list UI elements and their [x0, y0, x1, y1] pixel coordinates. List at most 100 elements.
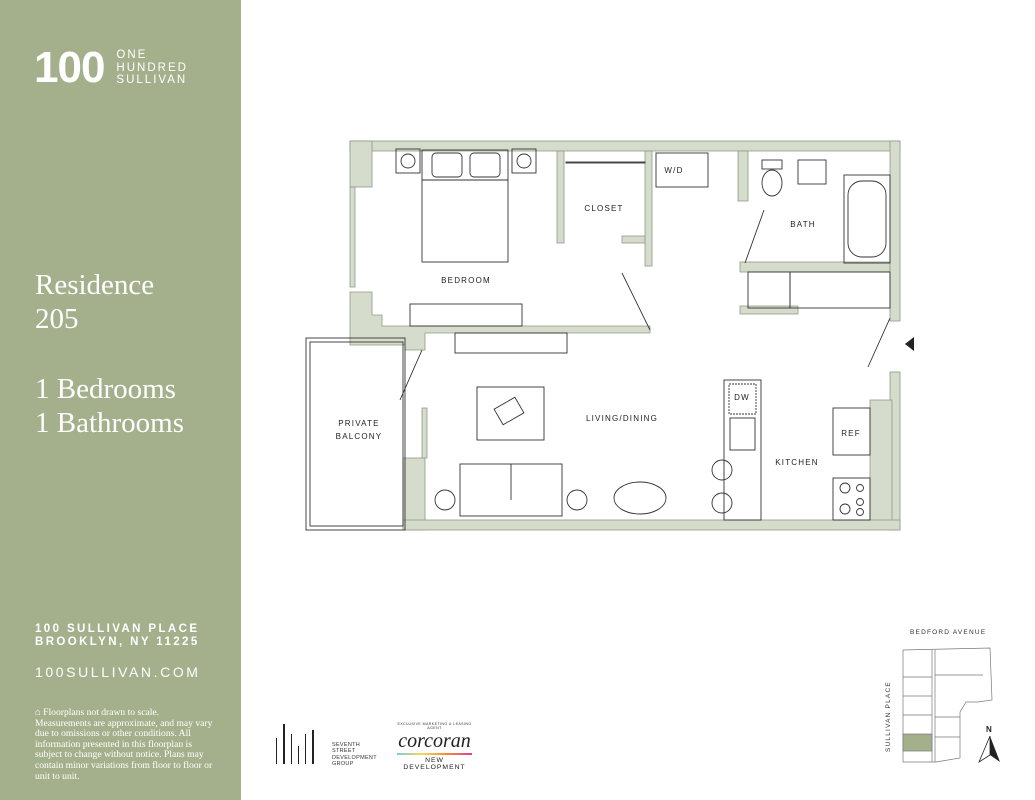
logo-word: HUNDRED: [116, 61, 188, 74]
developer-word: GROUP: [332, 760, 354, 767]
wall: [402, 519, 901, 531]
north-arrow-icon: [990, 736, 1000, 762]
wall: [349, 140, 901, 152]
room-label-balcony: PRIVATE: [338, 419, 379, 428]
kitchen-island: [723, 379, 762, 521]
linen-closet: [789, 271, 891, 309]
street-label-bedford: BEDFORD AVENUE: [910, 629, 986, 636]
logo-words: ONE HUNDRED SULLIVAN: [116, 49, 188, 87]
address-line1: 100 SULLIVAN PLACE: [35, 623, 200, 635]
sidebar: 100 ONE HUNDRED SULLIVAN Residence 205 1…: [0, 0, 241, 800]
stool: [711, 492, 733, 514]
wall: [889, 140, 901, 322]
nightstand: [511, 148, 537, 174]
agent-color-bar: [397, 753, 472, 755]
lamp: [400, 153, 416, 169]
room-label-balcony: BALCONY: [336, 432, 383, 441]
room-counts: 1 Bedrooms 1 Bathrooms: [35, 372, 184, 440]
refrigerator: [832, 407, 871, 456]
logo-word: ONE: [116, 49, 148, 62]
fixtures: [305, 148, 891, 531]
dishwasher: [728, 383, 757, 415]
developer-logo: [276, 724, 314, 764]
tub-basin: [847, 180, 887, 258]
balcony-railing: [309, 341, 404, 527]
media-console: [454, 332, 568, 354]
home-icon: ⌂: [35, 707, 44, 718]
developer-word: STREET: [332, 748, 356, 755]
stove: [832, 477, 871, 521]
wall: [349, 140, 373, 188]
rug: [476, 386, 545, 441]
room-label-bedroom: BEDROOM: [441, 276, 491, 285]
wall: [621, 235, 646, 244]
kitchen-sink: [729, 417, 756, 451]
toilet: [761, 169, 783, 197]
room-label-kitchen: KITCHEN: [775, 458, 819, 467]
pillow: [431, 152, 463, 178]
residence-number: 205: [35, 303, 79, 335]
street-label-sullivan: SULLIVAN PLACE: [885, 681, 892, 752]
wall: [644, 150, 653, 267]
bed: [421, 149, 509, 263]
wall: [556, 150, 565, 244]
brand-logo: 100 ONE HUNDRED SULLIVAN: [34, 46, 188, 90]
website-link[interactable]: 100SULLIVAN.COM: [35, 664, 201, 680]
washer-dryer: [655, 152, 709, 188]
side-table: [566, 489, 588, 511]
bedroom-count: 1 Bedrooms: [35, 373, 176, 405]
developer-word: DEVELOPMENT: [332, 754, 377, 761]
window: [349, 186, 356, 288]
logo-word: SULLIVAN: [116, 74, 188, 87]
storage: [747, 271, 791, 309]
wall: [739, 305, 799, 315]
entry-arrow-icon: [905, 337, 914, 351]
address: 100 SULLIVAN PLACE BROOKLYN, NY 11225: [35, 623, 200, 649]
bath-door[interactable]: [744, 209, 765, 264]
balcony-door[interactable]: [399, 349, 423, 401]
burner: [839, 482, 851, 494]
burner: [839, 503, 851, 515]
residence-title: Residence 205: [35, 268, 154, 336]
burner: [856, 498, 864, 506]
room-label-living-dining: LIVING/DINING: [586, 414, 658, 423]
wall: [349, 291, 651, 351]
window: [421, 407, 428, 459]
chair: [493, 396, 525, 426]
wall: [737, 150, 749, 202]
agent-subtitle: NEW DEVELOPMENT: [403, 757, 466, 771]
dresser: [409, 303, 523, 327]
disclaimer: ⌂ Floorplans not drawn to scale. Measure…: [35, 707, 215, 782]
room-label-wd: W/D: [664, 166, 683, 175]
burner: [856, 484, 864, 492]
key-plan: BEDFORD AVENUE SULLIVAN PLACE N: [885, 629, 1000, 764]
wall: [402, 457, 426, 531]
wall: [869, 399, 893, 523]
developer-word: SEVENTH: [332, 742, 361, 748]
closet-rod: [565, 161, 646, 164]
room-label-closet: CLOSET: [584, 204, 623, 213]
bathtub: [843, 174, 891, 264]
bedroom-door[interactable]: [621, 272, 651, 331]
nightstand: [395, 148, 421, 174]
burner: [856, 508, 864, 516]
north-arrow-icon: [978, 735, 991, 764]
balcony-railing: [305, 337, 406, 531]
developer-name: SEVENTH STREET DEVELOPMENT GROUP: [332, 742, 377, 767]
sink: [797, 159, 827, 185]
toilet-tank: [761, 159, 783, 170]
walls: [349, 140, 901, 531]
disclaimer-text: Floorplans not drawn to scale. Measureme…: [35, 707, 213, 782]
room-label-dw: DW: [734, 393, 750, 402]
pillow: [469, 152, 501, 178]
address-line2: BROOKLYN, NY 11225: [35, 636, 200, 648]
entry-door[interactable]: [867, 317, 891, 368]
agent-name: corcoran: [398, 730, 471, 752]
stool: [711, 459, 733, 481]
residence-label: Residence: [35, 269, 155, 301]
building-outline: [902, 647, 993, 763]
side-table: [434, 489, 456, 511]
room-label-bath: BATH: [790, 220, 816, 229]
logo-number: 100: [34, 43, 105, 92]
